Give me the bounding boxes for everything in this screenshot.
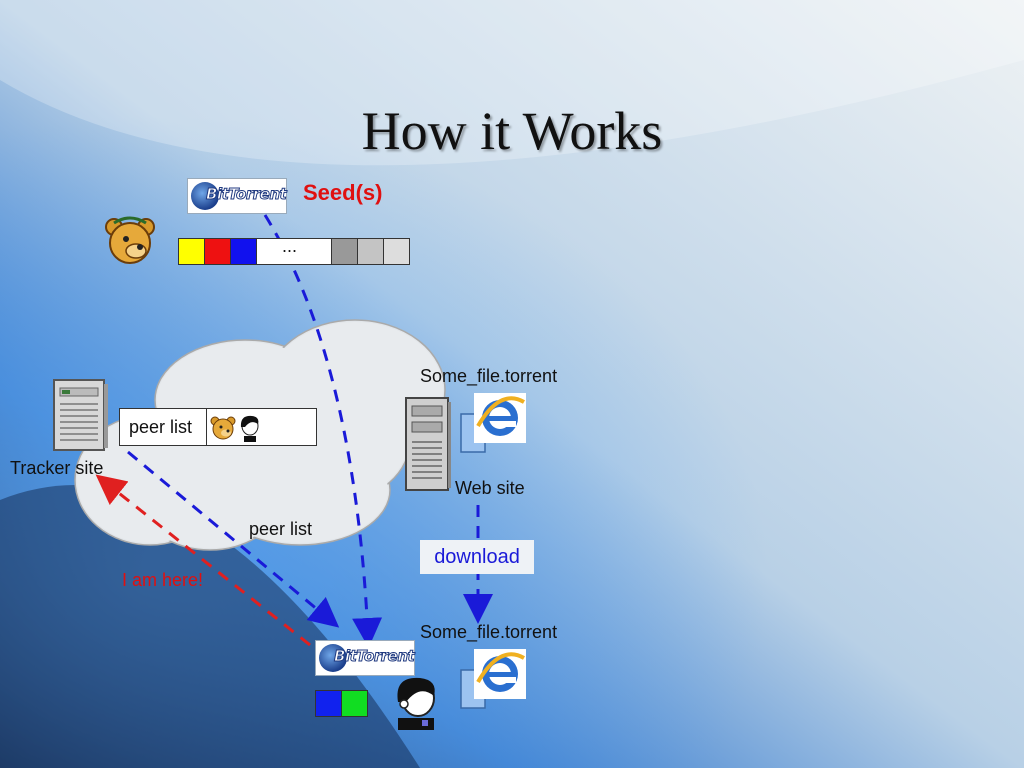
person-avatar-icon [397,677,435,730]
tracker-server-icon [53,379,108,451]
peer-list-box-label: peer list [129,417,193,437]
piece [342,691,367,716]
bittorrent-logo-text: BitTorrent [333,647,415,666]
piece [384,239,409,264]
piece [358,239,384,264]
bittorrent-disk-icon [319,644,347,672]
torrent-file-icon-top [460,393,526,453]
piece [231,239,257,264]
peer-list-arrow-label: peer list [249,519,313,539]
peer-list-box: peer list [119,408,317,446]
slide-title: How it Works [361,101,663,161]
web-site-label: Web site [455,478,525,498]
piece [257,239,332,264]
download-label: download [420,540,534,574]
piece [316,691,342,716]
person-mini-icon [240,415,259,442]
pieces-ellipsis: ... [282,236,298,256]
peer-list-arrow [127,450,340,628]
i-am-here-label: I am here! [122,570,204,590]
bear-avatar-icon [105,216,155,264]
bittorrent-disk-icon [191,182,219,210]
bittorrent-logo-peer: BitTorrent [315,640,415,676]
seed-label: Seed(s) [303,180,383,205]
bittorrent-logo-text: BitTorrent [205,185,287,204]
bittorrent-logo-seed: BitTorrent [187,178,287,214]
torrent-file-icon-bottom [460,649,526,709]
bear-mini-icon [210,416,236,440]
torrent-file-label-bottom: Some_file.torrent [420,622,558,642]
tracker-site-label: Tracker site [10,458,104,478]
torrent-file-label-top: Some_file.torrent [420,366,558,386]
web-server-icon [405,397,451,491]
peer-pieces-bar [315,690,368,717]
piece [332,239,358,264]
seed-pieces-bar [178,238,410,265]
piece [179,239,205,264]
piece [205,239,231,264]
i-am-here-arrow [95,474,311,647]
